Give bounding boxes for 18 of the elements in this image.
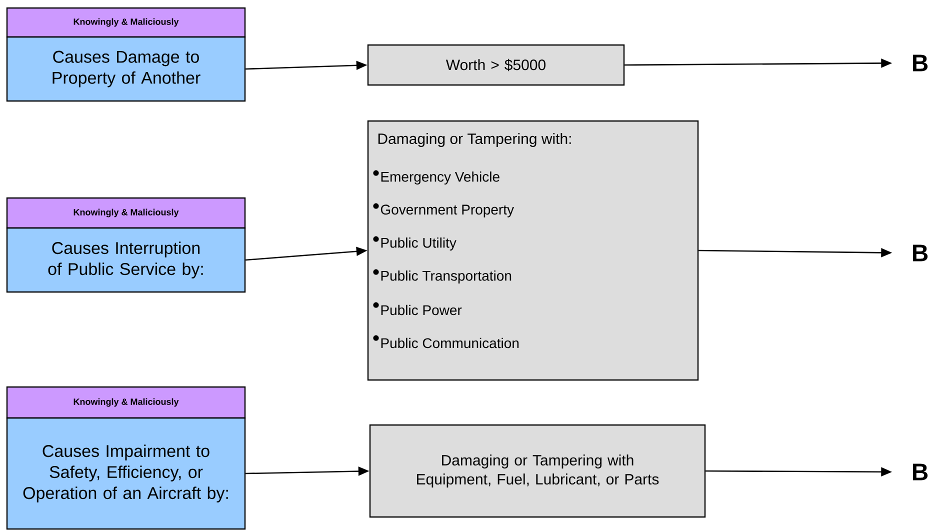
list-item: Public Power bbox=[373, 302, 462, 316]
header-band: Knowingly & Maliciously bbox=[6, 386, 246, 419]
list-item: Public Utility bbox=[373, 236, 456, 251]
cause-box: Causes Impairment to Safety, Efficiency, or Operation of an Aircraft by: bbox=[6, 417, 246, 530]
header-band: Knowingly & Maliciously bbox=[6, 197, 246, 229]
cause-box: Causes Interruption of Public Service by: bbox=[6, 227, 246, 293]
list-item: Public Communication bbox=[373, 335, 519, 348]
process-box: Worth > $5000 bbox=[367, 44, 625, 86]
list-heading: Damaging or Tampering with: bbox=[378, 133, 571, 147]
process-box: Damaging or Tampering with Equipment, Fuel, Lubricant, or Parts bbox=[369, 424, 706, 518]
list-item: Emergency Vehicle bbox=[373, 170, 500, 185]
class-letter: B bbox=[912, 464, 928, 480]
class-letter: B bbox=[912, 54, 928, 72]
cause-box: Causes Damage to Property of Another bbox=[6, 36, 246, 102]
header-band: Knowingly & Maliciously bbox=[6, 7, 246, 38]
list-item: Public Transportation bbox=[373, 269, 512, 284]
list-item: Government Property bbox=[373, 203, 514, 218]
class-letter: B bbox=[912, 244, 928, 262]
